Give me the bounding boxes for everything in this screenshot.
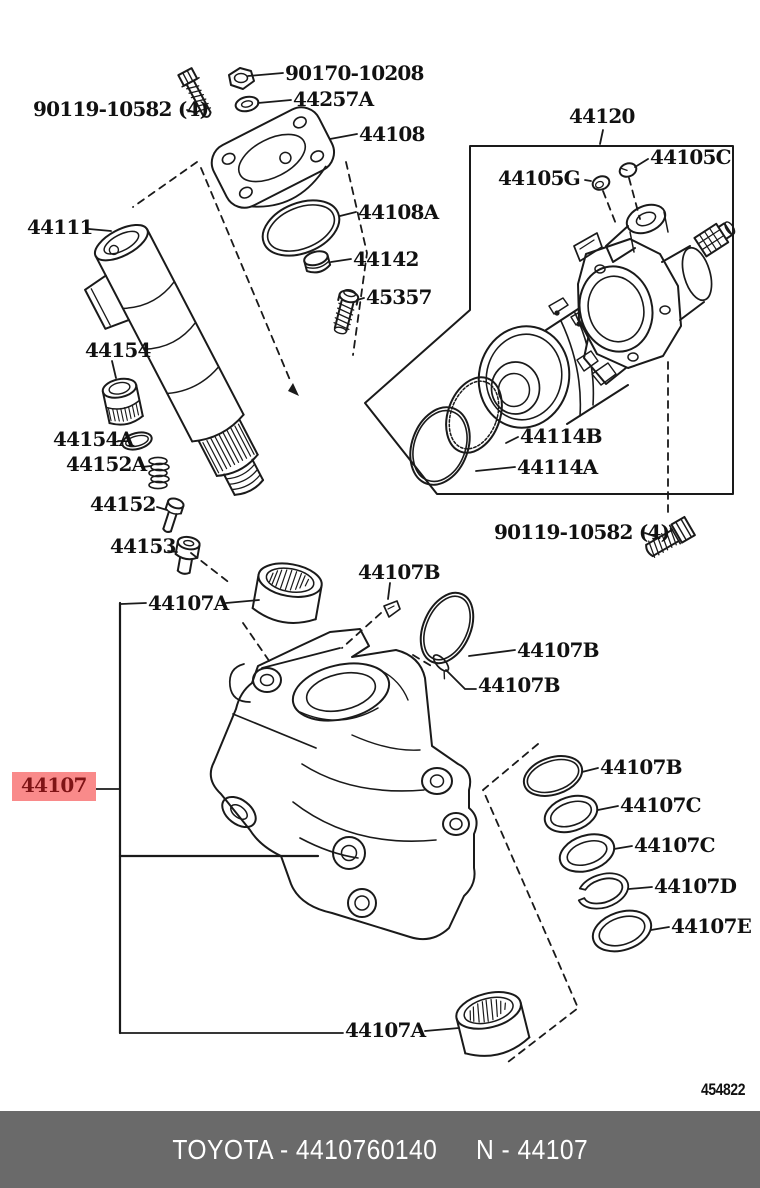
assembly-box-44120 (364, 145, 734, 495)
oring-44154A-drawing (121, 431, 153, 451)
nut-90170-drawing (228, 67, 255, 90)
part-label-44257A[interactable]: 44257A (293, 87, 374, 111)
ring-44114A-drawing (409, 406, 471, 486)
part-label-90119-10582-right[interactable]: 90119-10582 (4) (494, 520, 670, 544)
selected-part-label-44107[interactable]: 44107 (12, 772, 96, 801)
bracket-44107-lines (118, 601, 320, 1035)
ring-44107B-stack-drawing (522, 755, 584, 797)
part-label-44105C[interactable]: 44105C (650, 145, 732, 169)
sheet-number: 454822 (701, 1080, 746, 1099)
part-label-45357[interactable]: 45357 (366, 285, 432, 309)
clip-44105G-drawing (591, 175, 611, 191)
bolt-45357-drawing (333, 288, 360, 335)
snap-ring-44107D-drawing (577, 872, 630, 910)
pin-44152-drawing (162, 497, 185, 533)
footer-text-row: TOYOTA - 4410760140 N - 44107 (172, 1134, 588, 1166)
part-label-44108A[interactable]: 44108A (358, 200, 439, 224)
oring-44107B-drawing (419, 591, 475, 665)
part-label-44107C-ring3[interactable]: 44107C (634, 833, 716, 857)
part-label-44154[interactable]: 44154 (85, 338, 151, 362)
clip-44105C-drawing (618, 162, 638, 178)
bolt-90119-top-drawing (177, 67, 212, 118)
part-label-44107B-seal[interactable]: 44107B (478, 673, 560, 697)
leader-lines (83, 72, 670, 1034)
footer-part-code: TOYOTA - 4410760140 (172, 1133, 438, 1165)
washer-44257A-drawing (234, 95, 260, 113)
part-label-44142[interactable]: 44142 (353, 247, 419, 271)
part-label-44107C-ring2[interactable]: 44107C (620, 793, 702, 817)
dashed-assembly-lines (132, 161, 669, 1063)
bearing-44107A-top-drawing (251, 562, 323, 624)
bearing-44107A-bottom-drawing (455, 991, 531, 1057)
part-label-44107D[interactable]: 44107D (654, 874, 737, 898)
part-label-44153[interactable]: 44153 (110, 534, 176, 558)
plunger-44154-drawing (101, 377, 144, 426)
assembly-arrowhead (288, 383, 299, 396)
part-label-44107E[interactable]: 44107E (671, 914, 752, 938)
part-label-44107B-oring[interactable]: 44107B (517, 638, 599, 662)
part-label-44111[interactable]: 44111 (27, 215, 93, 239)
shaft-44111-drawing (84, 223, 265, 496)
part-label-44114A[interactable]: 44114A (517, 455, 598, 479)
part-label-44107B-top[interactable]: 44107B (358, 560, 440, 584)
flange-44108-drawing (210, 106, 335, 209)
wedge-44107B-top-drawing (383, 600, 401, 618)
footer-bar: TOYOTA - 4410760140 N - 44107 (0, 1111, 760, 1188)
plug-44142-drawing (303, 250, 332, 274)
spring-44152A-drawing (148, 456, 170, 490)
part-label-44152[interactable]: 44152 (90, 492, 156, 516)
part-label-44105G[interactable]: 44105G (498, 166, 581, 190)
part-label-44114B[interactable]: 44114B (520, 424, 602, 448)
bolt-90119-bottom-drawing (645, 515, 696, 558)
oring-44108A-drawing (261, 199, 341, 257)
part-label-44107A-bottom[interactable]: 44107A (345, 1018, 426, 1042)
valve-assembly-44120-drawing (477, 203, 736, 429)
part-label-44108[interactable]: 44108 (359, 122, 425, 146)
part-label-44107B-ring1[interactable]: 44107B (600, 755, 682, 779)
ring-44107E-drawing (591, 909, 653, 953)
ring-44107C1-drawing (543, 794, 599, 834)
housing-44107-drawing (209, 628, 478, 941)
part-label-44152A[interactable]: 44152A (66, 452, 147, 476)
part-label-44120[interactable]: 44120 (569, 104, 635, 128)
part-label-90119-10582-left[interactable]: 90119-10582 (4) (33, 97, 209, 121)
ring-44107C2-drawing (558, 833, 616, 873)
part-label-44154A[interactable]: 44154A (53, 427, 134, 451)
part-label-90170-10208[interactable]: 90170-10208 (285, 61, 424, 85)
part-label-44107A-top[interactable]: 44107A (148, 591, 229, 615)
footer-figure-code: N - 44107 (475, 1133, 588, 1165)
bolt-44153-drawing (174, 535, 201, 575)
